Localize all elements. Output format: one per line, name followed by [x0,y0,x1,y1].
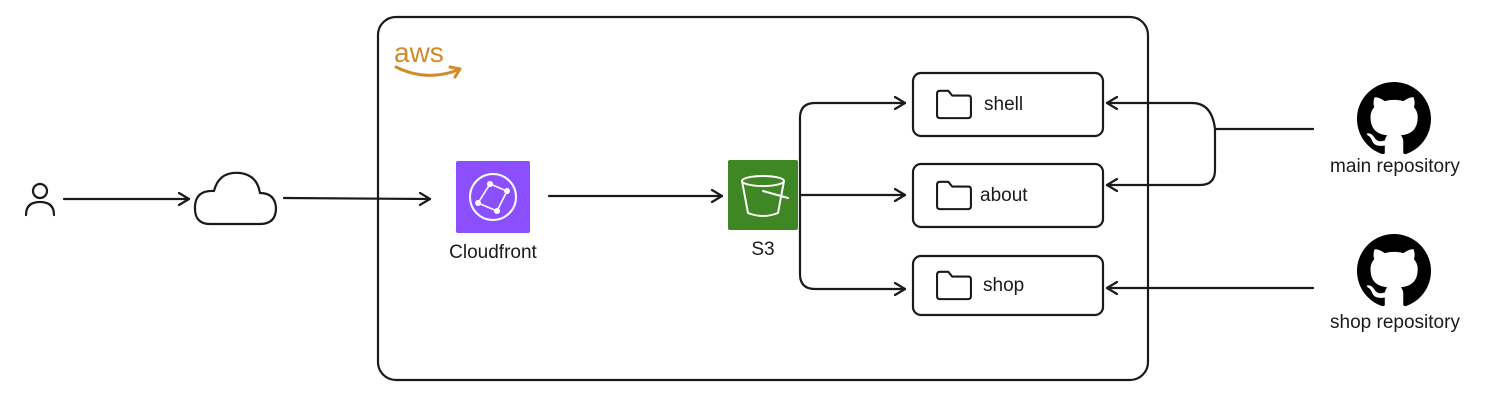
github-icon [1357,82,1431,155]
folder-label-shell: shell [984,94,1023,115]
shop-repository-label: shop repository [1330,312,1460,333]
main-repository-label: main repository [1330,156,1460,177]
aws-smile [394,65,460,77]
folder-about: about [911,162,1105,229]
aws-logo-text: aws [394,37,444,68]
arrow-internet-to-cloudfront [282,198,432,199]
s3-icon [728,160,798,230]
cloud-icon [193,171,278,226]
user-icon [24,182,56,217]
arrow-s3-to-shop [798,193,907,289]
s3-label: S3 [751,239,774,260]
folder-shop: shop [911,254,1105,317]
cloudfront-node: Cloudfront [449,161,538,263]
arrow-s3-to-shell [798,103,907,197]
main-repository-node: main repository [1330,82,1460,177]
aws-smile-arrow [448,65,462,79]
aws-logo: aws [394,37,462,79]
s3-node: S3 [728,160,798,260]
arrow-main-repo-to-shell [1105,103,1217,131]
folder-icon [936,270,972,301]
folder-label-about: about [980,185,1028,206]
github-icon [1357,234,1431,307]
cloudfront-icon [456,161,530,233]
cloudfront-label: Cloudfront [449,242,537,263]
folder-icon [936,89,972,120]
folder-shell: shell [911,71,1105,138]
bucket-icon [741,175,789,217]
folder-label-shop: shop [983,275,1024,296]
shop-repository-node: shop repository [1330,234,1460,333]
arrow-main-repo-to-about [1105,127,1217,185]
folder-icon [936,180,972,211]
